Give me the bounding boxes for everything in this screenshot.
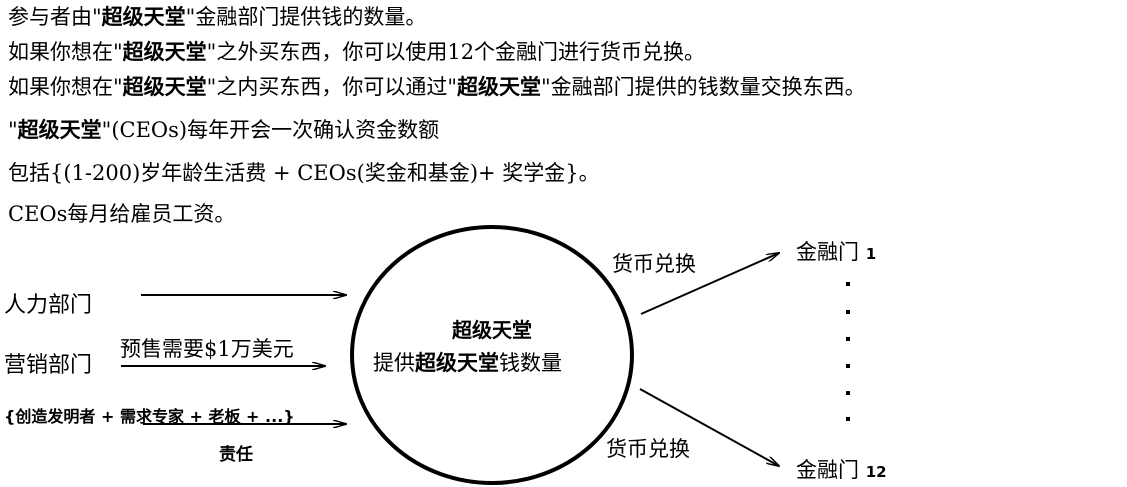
currency-exchange-label-bottom: 货币兑换 (606, 437, 690, 461)
brand-name: 超级天堂 (122, 75, 207, 99)
hr-department-label: 人力部门 (4, 293, 93, 318)
responsibility-label: 责任 (219, 445, 253, 465)
text-segment: "(CEOs)每年开会一次确认资金数额 (101, 118, 440, 142)
salary-line: CEOs每月给雇员工资。 (8, 202, 236, 226)
text-segment: 如果你想在" (8, 75, 123, 99)
marketing-department-label: 营销部门 (4, 353, 93, 378)
text-segment: 如果你想在" (8, 40, 123, 64)
creators-label: {创造发明者 + 需求专家 + 老板 + ...} (4, 407, 295, 426)
ellipsis-dot (846, 391, 850, 395)
ellipsis-dot (846, 364, 850, 368)
exchange-arrow-top (640, 253, 779, 315)
ellipsis-dot (846, 282, 850, 286)
ellipsis-dot (846, 337, 850, 341)
brand-name: 超级天堂 (122, 40, 207, 64)
includes-line: 包括{(1-200)岁年龄生活费 + CEOs(奖金和基金)+ 奖学金}。 (8, 161, 600, 185)
text-segment: " (8, 118, 18, 142)
text-segment: 钱数量 (499, 351, 562, 375)
text-segment: "金融部门提供钱的数量。 (185, 5, 427, 29)
exchange-arrow-bottom (639, 388, 779, 466)
text-segment: 提供 (373, 351, 415, 375)
presale-label: 预售需要$1万美元 (120, 337, 294, 361)
brand-name: 超级天堂 (415, 351, 499, 375)
center-circle (350, 225, 634, 485)
text-segment: 参与者由" (8, 5, 102, 29)
finance-gate-1: 金融门 1 (796, 236, 876, 266)
intro-line-3: 如果你想在"超级天堂"之内买东西，你可以通过"超级天堂"金融部门提供的钱数量交换… (8, 75, 866, 99)
ceo-line: "超级天堂"(CEOs)每年开会一次确认资金数额 (8, 118, 439, 142)
finance-gate-number: 12 (865, 463, 887, 481)
text-segment: "之内买东西，你可以通过" (206, 75, 457, 99)
brand-name: 超级天堂 (17, 118, 102, 142)
circle-subtitle: 提供超级天堂钱数量 (373, 347, 562, 377)
text-segment: "之外买东西，你可以使用12个金融门进行货币兑换。 (206, 40, 706, 64)
text-segment: "金融部门提供的钱数量交换东西。 (541, 75, 866, 99)
intro-line-1: 参与者由"超级天堂"金融部门提供钱的数量。 (8, 5, 426, 29)
brand-name: 超级天堂 (457, 75, 541, 99)
finance-gate-label: 金融门 (796, 240, 859, 264)
finance-gate-label: 金融门 (796, 458, 859, 482)
ellipsis-dot (846, 417, 850, 421)
currency-exchange-label-top: 货币兑换 (612, 252, 696, 276)
intro-line-2: 如果你想在"超级天堂"之外买东西，你可以使用12个金融门进行货币兑换。 (8, 40, 705, 64)
ellipsis-dot (846, 310, 850, 314)
circle-title: 超级天堂 (452, 318, 532, 342)
finance-gate-12: 金融门 12 (796, 454, 887, 484)
finance-gate-number: 1 (865, 245, 877, 263)
brand-name: 超级天堂 (101, 5, 186, 29)
